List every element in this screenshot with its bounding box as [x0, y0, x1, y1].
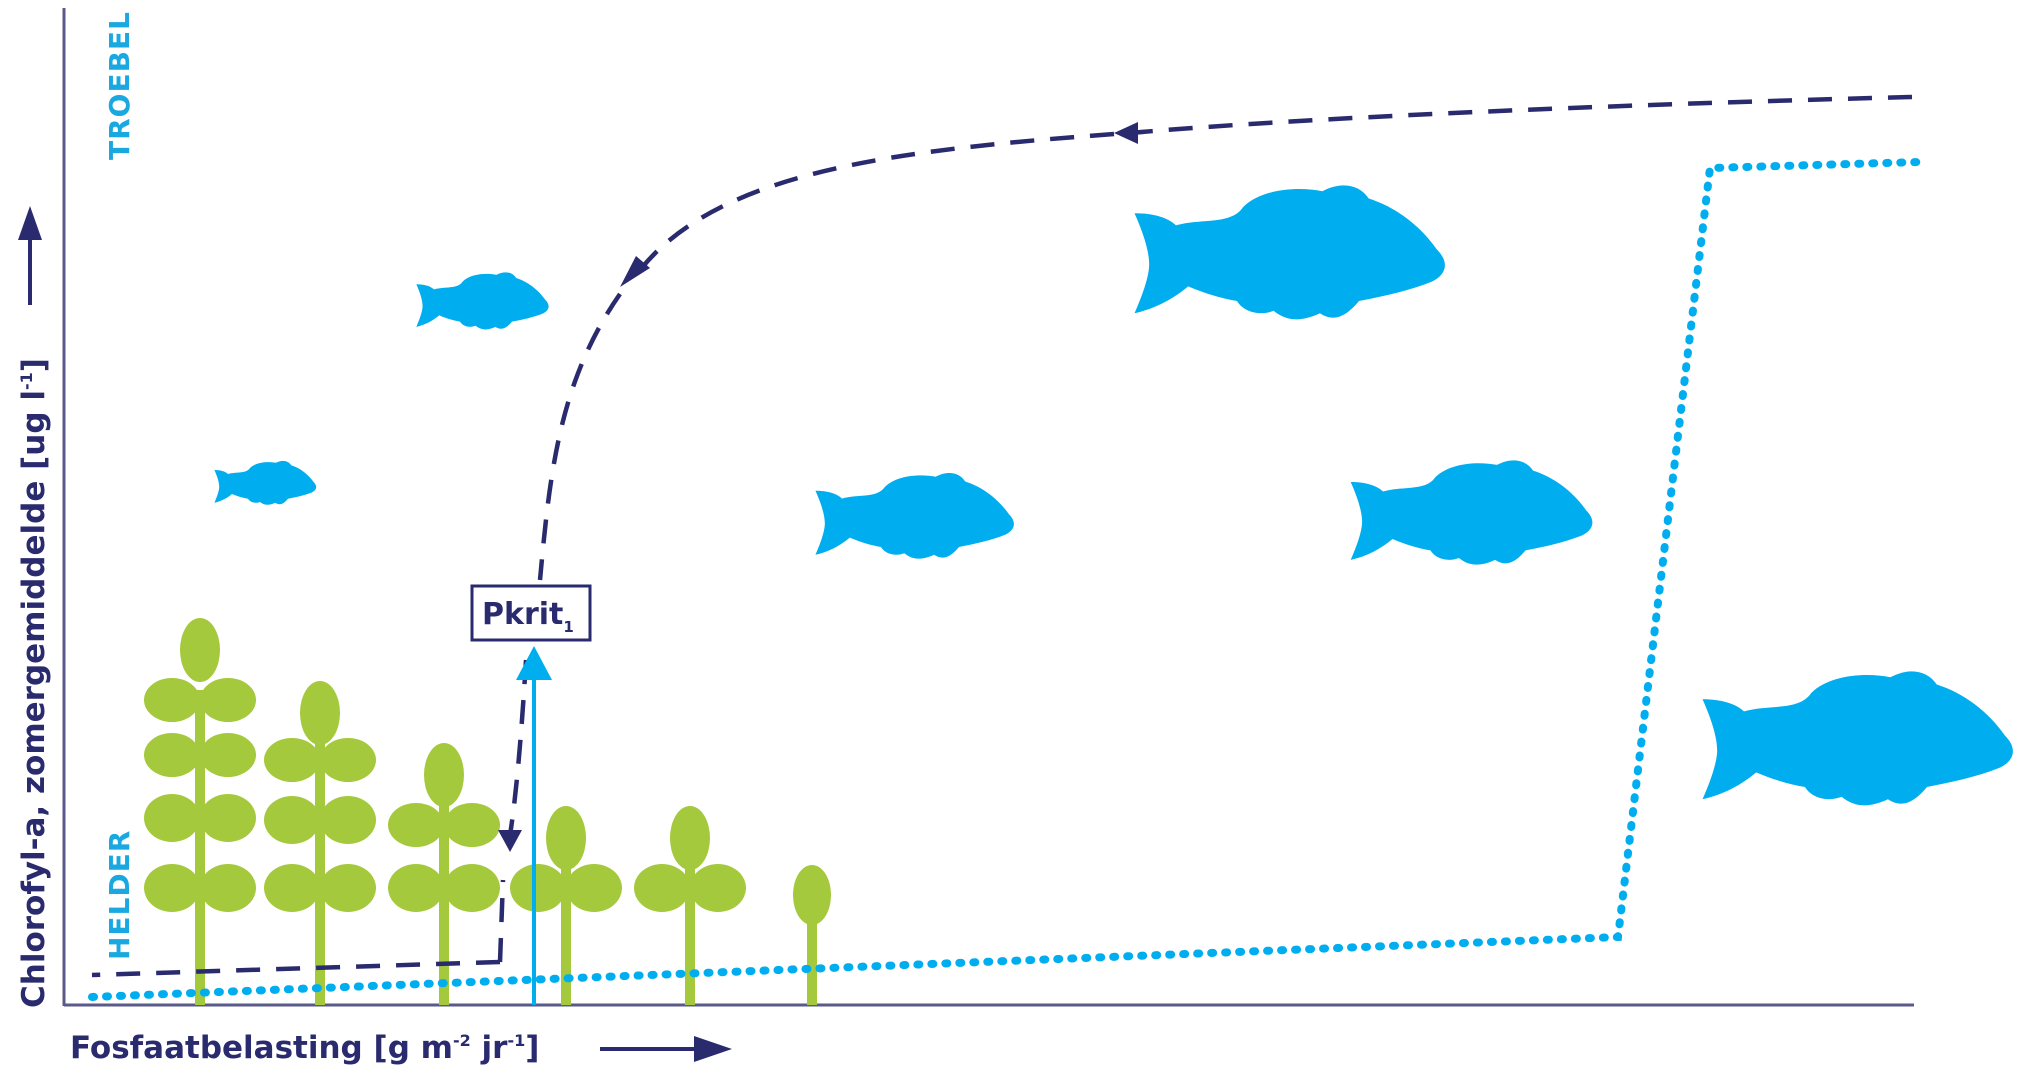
- svg-text:Chlorofyl-a, zomergemiddelde [: Chlorofyl-a, zomergemiddelde [ug l-1]: [16, 358, 52, 1008]
- fish-icon: [1351, 460, 1593, 564]
- fish-icon: [214, 461, 316, 505]
- plants: [144, 618, 831, 1005]
- water-plant-icon: [264, 681, 376, 1005]
- helder-label: HELDER: [103, 830, 136, 960]
- fish-icon: [1135, 185, 1445, 319]
- pkrit-arrow: [516, 646, 552, 1005]
- return-path-dashed: [92, 97, 1912, 975]
- fish-icon: [416, 272, 548, 329]
- troebel-label: TROEBEL: [103, 11, 136, 160]
- y-axis-arrow: [18, 206, 42, 305]
- svg-text:Pkrit1: Pkrit1: [482, 597, 574, 636]
- fish-group: [214, 185, 2012, 805]
- fish-icon: [815, 473, 1013, 559]
- pkrit-label: Pkrit1: [472, 586, 590, 640]
- x-axis-label: Fosfaatbelasting [g m-2 jr-1]: [70, 1030, 539, 1066]
- x-axis-arrow: [600, 1036, 732, 1062]
- y-axis-label: Chlorofyl-a, zomergemiddelde [ug l-1]: [16, 358, 52, 1008]
- fish-icon: [1703, 671, 2013, 805]
- water-plant-icon: [144, 618, 256, 1005]
- water-plant-icon: [793, 865, 831, 1005]
